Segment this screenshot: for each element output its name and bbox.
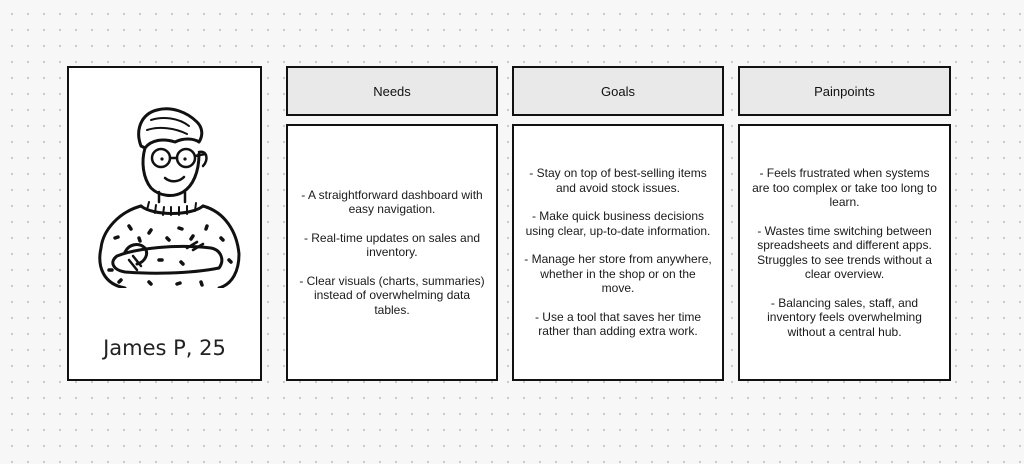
list-item: - Manage her store from anywhere, whethe… [524,252,712,296]
persona-avatar-illustration [98,107,241,288]
goals-card: - Stay on top of best-selling items and … [512,124,724,381]
needs-header: Needs [286,66,498,116]
list-item: - Stay on top of best-selling items and … [529,166,707,195]
list-item: - Real-time updates on sales and invento… [303,230,481,260]
needs-card: - A straightforward dashboard with easy … [286,124,498,381]
persona-card: James P, 25 [67,66,262,381]
list-item: - Use a tool that saves her time rather … [534,309,702,339]
goals-list: - Stay on top of best-selling items and … [524,166,712,339]
list-item: - Balancing sales, staff, and inventory … [767,295,922,339]
goals-header: Goals [512,66,724,116]
painpoints-list: - Feels frustrated when systems are too … [750,166,939,339]
persona-name: James P, 25 [103,336,226,360]
needs-list: - A straightforward dashboard with easy … [298,188,486,318]
painpoints-card: - Feels frustrated when systems are too … [738,124,951,381]
list-item: - Clear visuals (charts, summaries) inst… [299,273,485,317]
list-item: - Make quick business decisions using cl… [525,209,711,238]
list-item: - Feels frustrated when systems are too … [752,166,937,209]
painpoints-header: Painpoints [738,66,951,116]
list-item: - Wastes time switching between spreadsh… [757,223,932,282]
list-item: - A straightforward dashboard with easy … [301,187,483,217]
